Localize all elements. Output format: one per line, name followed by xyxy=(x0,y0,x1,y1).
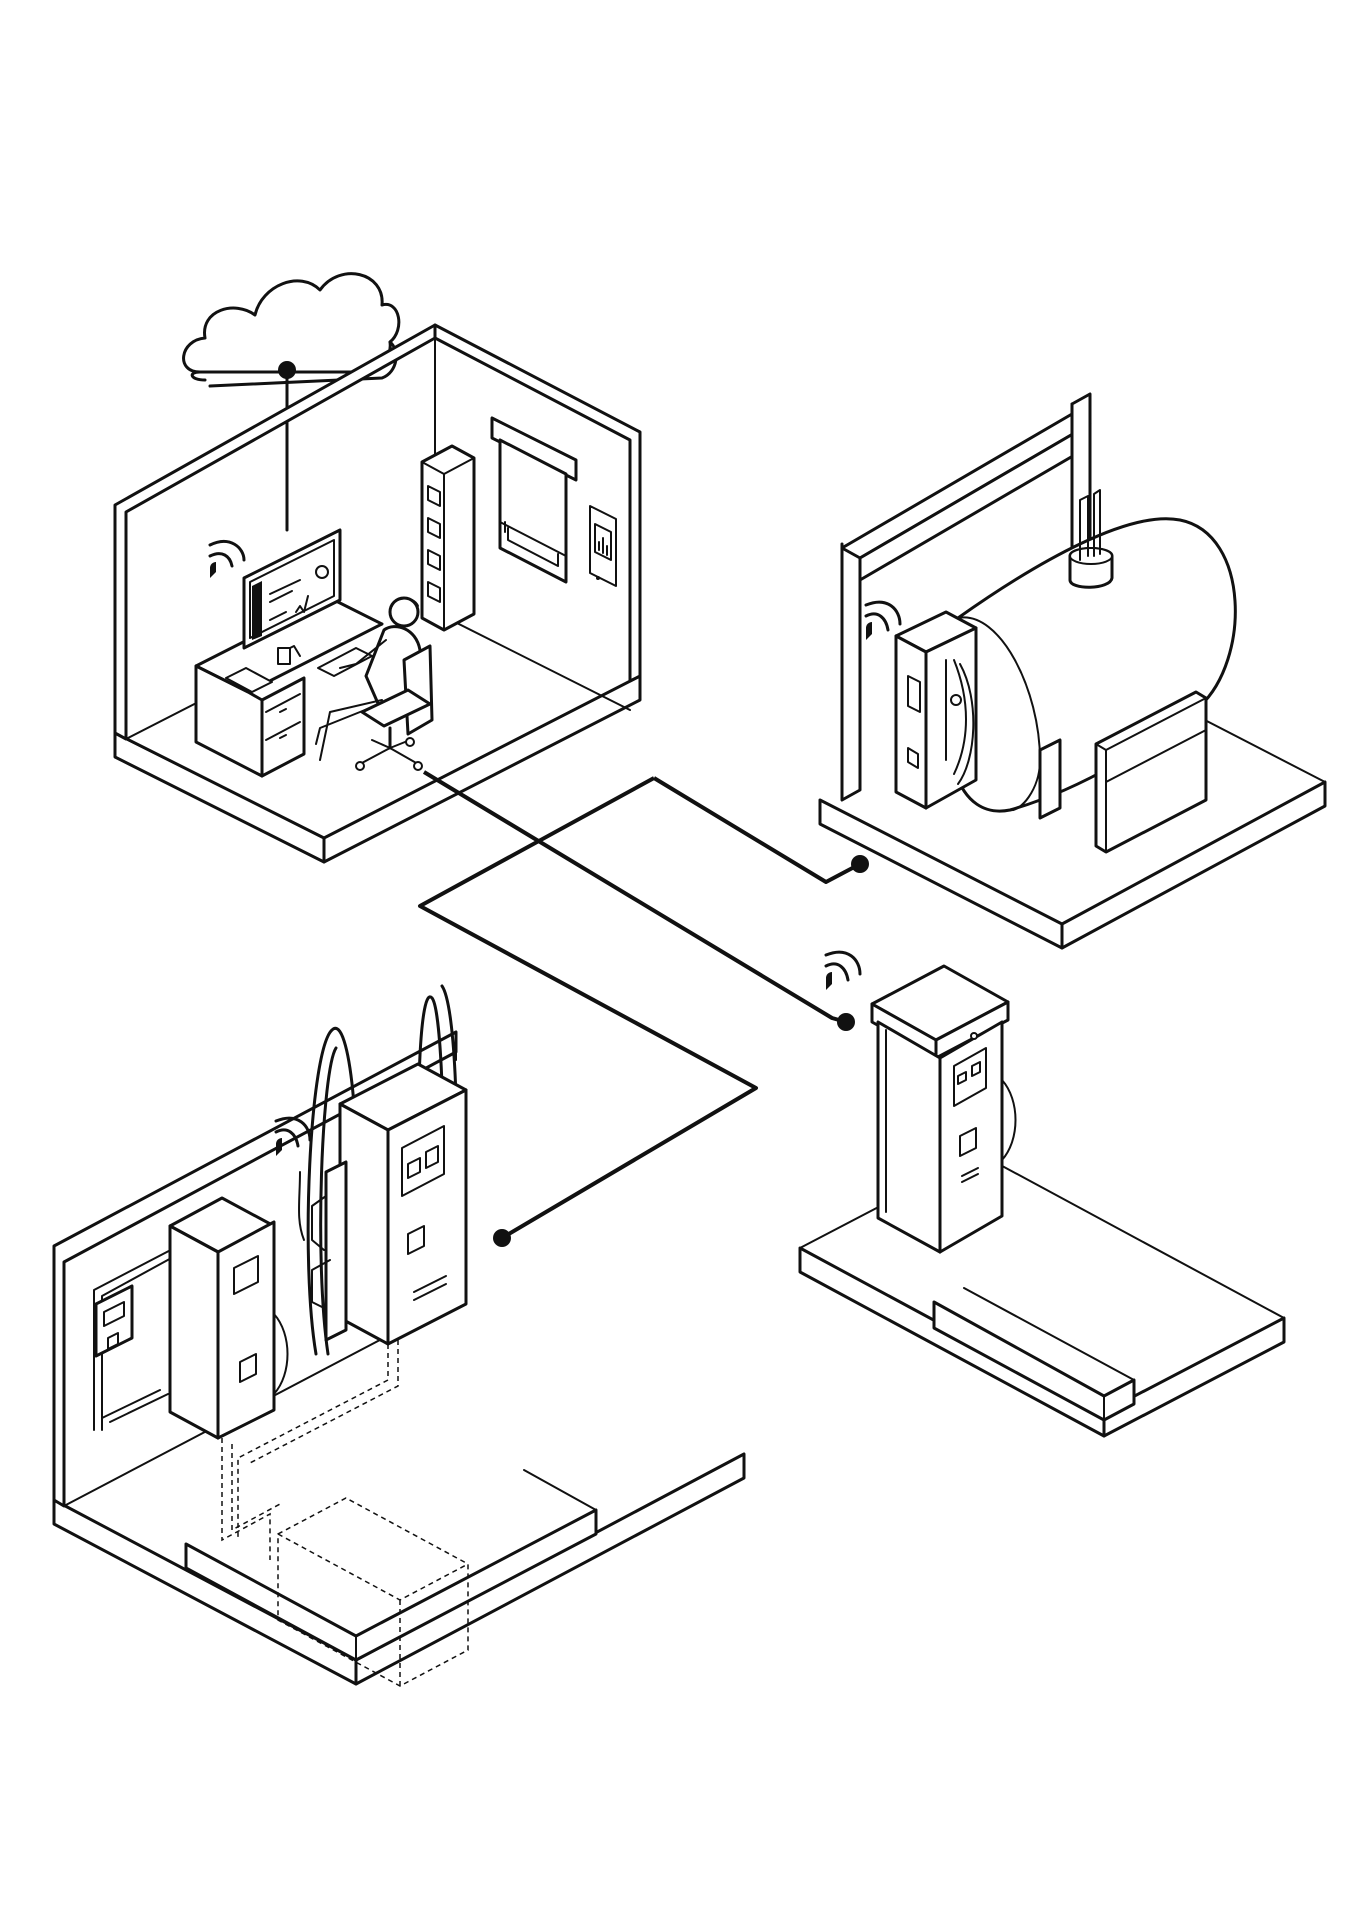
fuel-dispenser xyxy=(170,1198,288,1438)
control-room xyxy=(115,325,640,862)
tank-station xyxy=(820,394,1325,948)
keyboard xyxy=(318,648,372,676)
link-tank xyxy=(654,778,860,882)
standalone-dispenser xyxy=(800,952,1284,1436)
canopy-frame xyxy=(842,394,1090,800)
fuel-tank xyxy=(947,490,1235,852)
cloud-icon xyxy=(184,274,399,386)
dispenser-station xyxy=(54,986,744,1686)
link-control-room-to-tank xyxy=(420,778,756,1238)
control-panel xyxy=(96,1286,132,1356)
cloud-link-dot xyxy=(278,361,296,379)
wifi-icon xyxy=(276,1118,310,1156)
dispenser-station-link-dot xyxy=(493,1229,511,1247)
wifi-icon xyxy=(826,952,860,990)
dispenser-link-dot xyxy=(837,1013,855,1031)
fuel-dispenser-large xyxy=(299,986,466,1354)
desk xyxy=(196,598,382,776)
tank-link-dot xyxy=(851,855,869,873)
link-control-room-to-dispenser xyxy=(424,772,846,1022)
network-links xyxy=(420,772,869,1247)
window xyxy=(492,418,576,582)
fuel-dispenser xyxy=(896,612,976,808)
office-chair xyxy=(356,646,432,770)
underground-tank xyxy=(222,1340,468,1686)
wifi-icon xyxy=(866,602,900,640)
mug xyxy=(278,648,290,664)
wifi-icon xyxy=(210,541,244,578)
wall-chart xyxy=(590,506,616,586)
filing-cabinet xyxy=(422,446,474,630)
notebook xyxy=(226,668,272,692)
